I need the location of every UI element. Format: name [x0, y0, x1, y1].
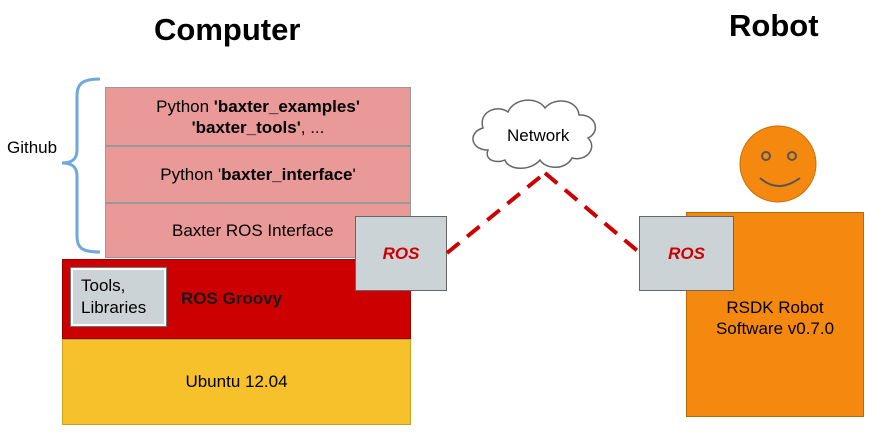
robot-face-icon: [739, 125, 817, 203]
robot-ros-tag: ROS: [639, 216, 734, 291]
robot-software-label: RSDK Robot Software v0.7.0: [715, 298, 835, 338]
computer-ros-tag: ROS: [355, 216, 447, 291]
network-label: Network: [507, 126, 570, 145]
ubuntu-layer: Ubuntu 12.04: [62, 339, 411, 425]
python-examples-line-1: Python 'baxter_examples': [156, 96, 360, 116]
python-examples-layer: Python 'baxter_examples' 'baxter_tools',…: [105, 87, 411, 146]
robot-title: Robot: [729, 8, 819, 43]
network-cloud-icon: [472, 99, 597, 169]
github-label: Github: [7, 138, 58, 157]
python-examples-line-2: 'baxter_tools', ...: [191, 117, 325, 137]
ros-groovy-label: ROS Groovy: [181, 289, 283, 308]
tools-libraries-box: Tools, Libraries: [70, 267, 167, 327]
computer-title: Computer: [154, 12, 301, 47]
python-interface-layer: Python 'baxter_interface': [105, 146, 411, 203]
network-link-lines: [445, 171, 642, 255]
